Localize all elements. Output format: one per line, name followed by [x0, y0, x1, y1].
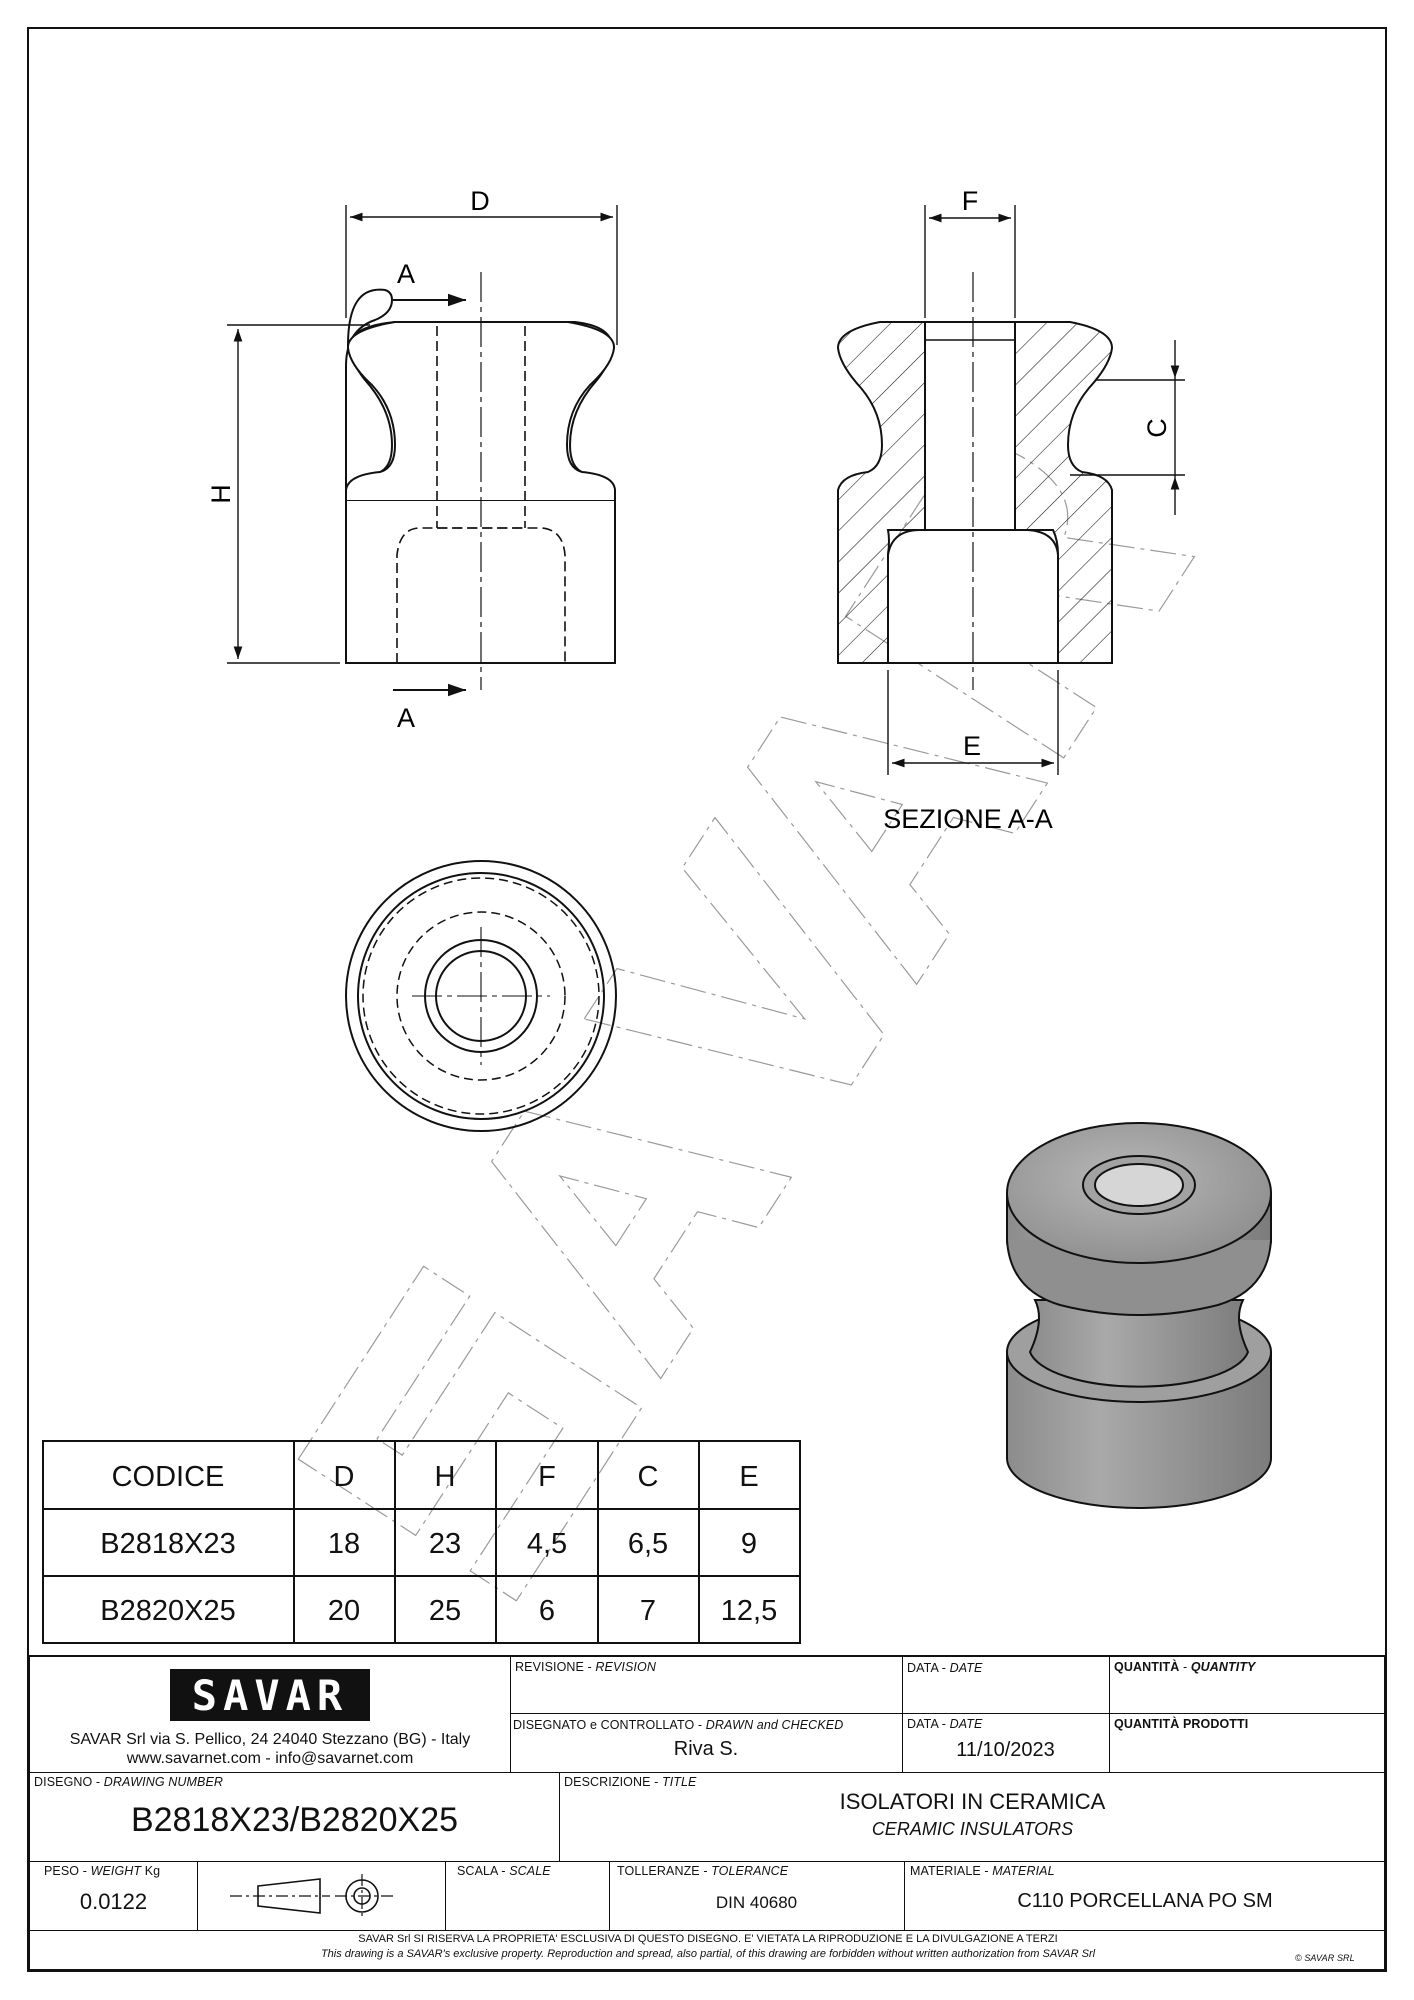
section-view [836, 321, 1114, 664]
dimension-h [227, 324, 370, 664]
section-marker-bottom: A [393, 683, 466, 733]
table-cell: 9 [741, 1528, 757, 1560]
table-header-e: E [739, 1461, 758, 1493]
dimension-table [42, 1440, 801, 1644]
table-header-f: F [538, 1461, 556, 1493]
company-address: SAVAR Srl via S. Pellico, 24 24040 Stezz… [69, 1731, 471, 1748]
top-view-centerlines [412, 927, 550, 1065]
dimension-d [345, 205, 618, 345]
table-header-h: H [435, 1461, 456, 1493]
quantity-products-label: QUANTITÀ PRODOTTI [1114, 1717, 1249, 1731]
dimension-h-label: H [206, 484, 236, 504]
table-cell: 23 [429, 1528, 461, 1560]
table-header-c: C [638, 1461, 659, 1493]
table-cell: 25 [429, 1595, 461, 1627]
table-cell: 12,5 [721, 1595, 777, 1627]
dimension-c [1070, 340, 1185, 515]
isometric-view [1006, 1122, 1272, 1509]
dimension-e-label: E [963, 731, 981, 761]
table-cell: B2818X23 [100, 1528, 235, 1560]
weight-label: PESO - WEIGHT Kg [44, 1864, 161, 1878]
svg-text:A: A [397, 703, 415, 733]
front-view-hidden-lines [396, 326, 566, 663]
tolerance-value: DIN 40680 [715, 1893, 798, 1912]
description-label: DESCRIZIONE - TITLE [564, 1775, 697, 1789]
property-notice-italian: SAVAR Srl SI RISERVA LA PROPRIETA' ESCLU… [358, 1933, 1058, 1945]
revision-label: REVISIONE - REVISION [515, 1660, 656, 1674]
table-cell: 6 [539, 1595, 555, 1627]
date2-label: DATA - DATE [907, 1717, 983, 1731]
quantity-label: QUANTITÀ - QUANTITY [1114, 1660, 1256, 1674]
title-block: SAVAR SAVAR Srl via S. Pellico, 24 24040… [28, 1655, 1386, 1971]
table-header-codice: CODICE [112, 1461, 225, 1493]
savar-logo-text: SAVAR [191, 1671, 349, 1720]
top-view-hidden-lines [362, 877, 600, 1115]
section-title: SEZIONE A-A [883, 804, 1053, 834]
copyright-notice: © SAVAR SRL [1295, 1953, 1355, 1963]
drawn-checked-label: DISEGNATO e CONTROLLATO - DRAWN and CHEC… [513, 1718, 844, 1732]
date-value: 11/10/2023 [956, 1739, 1055, 1761]
material-value: C110 PORCELLANA PO SM [1017, 1890, 1273, 1912]
dimension-f-label: F [962, 186, 979, 216]
drawn-by-value: Riva S. [673, 1738, 739, 1760]
title-italian: ISOLATORI IN CERAMICA [839, 1789, 1106, 1814]
table-cell: 7 [640, 1595, 656, 1627]
table-cell: B2820X25 [100, 1595, 235, 1627]
tolerance-label: TOLLERANZE - TOLERANCE [617, 1864, 789, 1878]
property-notice-english: This drawing is a SAVAR's exclusive prop… [320, 1948, 1096, 1960]
dimension-d-label: D [470, 186, 490, 216]
drawing-number-value: B2818X23/B2820X25 [130, 1801, 459, 1839]
table-cell: 20 [328, 1595, 360, 1627]
svg-text:A: A [397, 259, 415, 289]
company-contacts: www.savarnet.com - info@savarnet.com [126, 1750, 414, 1767]
table-cell: 4,5 [527, 1528, 567, 1560]
title-english: CERAMIC INSULATORS [871, 1819, 1074, 1839]
table-cell: 6,5 [628, 1528, 668, 1560]
sheet-border [27, 27, 1387, 1972]
dimension-f [924, 205, 1016, 318]
savar-watermark [297, 444, 1196, 1602]
weight-value: 0.0122 [79, 1889, 148, 1914]
material-label: MATERIALE - MATERIAL [910, 1864, 1055, 1878]
table-cell: 18 [328, 1528, 360, 1560]
section-marker-top: A [393, 259, 466, 307]
scale-label: SCALA - SCALE [457, 1864, 551, 1878]
date-label: DATA - DATE [907, 1661, 983, 1675]
dimension-e [887, 670, 1059, 775]
savar-logo: SAVAR [170, 1669, 370, 1721]
drawing-number-label: DISEGNO - DRAWING NUMBER [34, 1775, 224, 1789]
dimension-c-label: C [1142, 418, 1172, 438]
table-header-d: D [334, 1461, 355, 1493]
projection-symbol-icon [230, 1874, 395, 1918]
